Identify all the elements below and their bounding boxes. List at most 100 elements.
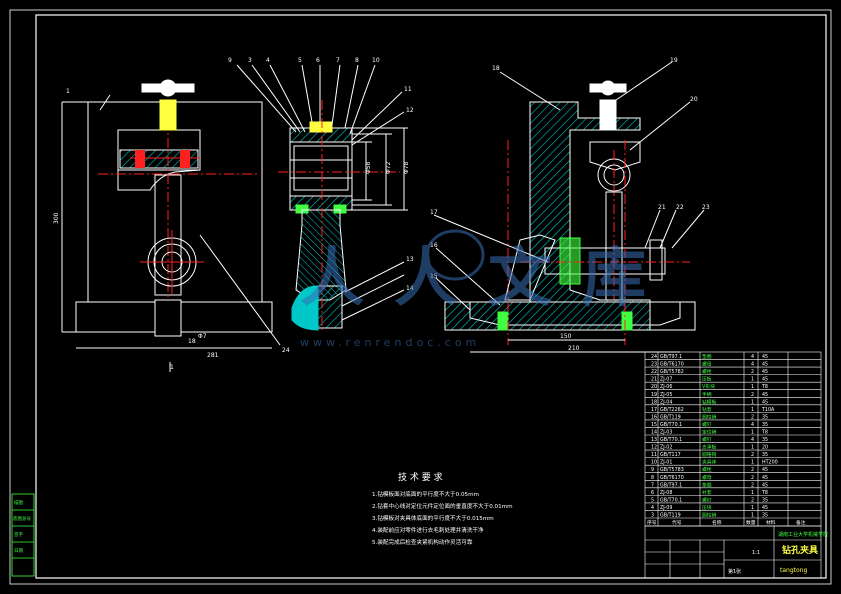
callout-24: 24 [282, 347, 290, 354]
bom-cell-mat: 45 [762, 467, 768, 473]
bom-cell-name: 支承板 [702, 444, 717, 451]
bom-cell-no: 9 [651, 467, 654, 473]
callout-22: 22 [676, 204, 684, 211]
bom-cell-mat: 45 [762, 369, 768, 375]
bom-cell-qty: 2 [751, 414, 754, 420]
bom-cell-name: 手柄 [702, 391, 712, 398]
bom-cell-no: 14 [651, 430, 657, 436]
bom-cell-qty: 2 [751, 467, 754, 473]
bom-cell-name: 定位销 [702, 429, 717, 436]
callout-23: 23 [702, 204, 710, 211]
dim-bottom-a: 18 [188, 338, 196, 345]
bom-cell-code: GB/T6170 [660, 362, 684, 368]
bom-cell-code: ZJ-04 [660, 399, 672, 405]
dim-bottom-b: Φ7 [198, 333, 207, 340]
bom-cell-qty: 4 [751, 354, 754, 360]
bom-cell-code: GB/T97.1 [660, 482, 682, 488]
callout-17: 17 [430, 209, 438, 216]
tech-req-item-4: 4.装配前应对零件进行去毛刺处理并清洗干净 [372, 526, 484, 534]
callout-6: 6 [316, 57, 320, 64]
bom-cell-no: 4 [651, 505, 654, 511]
bom-header-cell: 数量 [746, 519, 756, 526]
callout-3: 3 [248, 57, 252, 64]
dim-w2: 210 [568, 345, 580, 352]
bom-cell-code: GB/T6170 [660, 475, 684, 481]
bom-cell-mat: 45 [762, 362, 768, 368]
bom-cell-no: 3 [651, 513, 654, 519]
bom-cell-mat: T10A [761, 407, 775, 413]
bom-cell-mat: 45 [762, 392, 768, 398]
bom-cell-qty: 1 [751, 430, 754, 436]
bom-cell-qty: 1 [751, 407, 754, 413]
school-name: 湖南工业大学机械学院 [778, 531, 828, 538]
bom-cell-code: GB/T119 [660, 513, 681, 519]
bom-header-cell: 名称 [712, 519, 722, 526]
bom-cell-qty: 4 [751, 437, 754, 443]
strip-label-4: 日期 [14, 548, 23, 554]
bom-cell-qty: 2 [751, 475, 754, 481]
callout-10: 10 [372, 57, 380, 64]
tech-requirements: 技 术 要 求 1.钻模板面对底面的平行度不大于0.05mm 2.钻套中心线对定… [372, 471, 513, 546]
callout-7: 7 [336, 57, 340, 64]
tech-req-title: 技 术 要 求 [398, 471, 443, 483]
bom-cell-qty: 1 [751, 513, 754, 519]
bom-cell-name: 圆柱销 [702, 413, 717, 420]
bom-header-cell: 代号 [672, 519, 682, 526]
bom-cell-code: GB/T5782 [660, 369, 684, 375]
bom-cell-name: 螺钉 [702, 421, 712, 428]
bom-cell-code: GB/T70.1 [660, 422, 682, 428]
callout-20: 20 [690, 96, 698, 103]
bom-cell-no: 21 [651, 377, 657, 383]
bom-cell-code: ZJ-03 [660, 430, 672, 436]
bom-cell-name: 钻模板 [702, 398, 717, 405]
tech-req-item-1: 1.钻模板面对底面的平行度不大于0.05mm [372, 490, 479, 498]
title-block-text: 湖南工业大学机械学院 钻孔夹具 tangtong 1:1 第1张 [728, 531, 828, 575]
bom-cell-qty: 4 [751, 422, 754, 428]
callout-4: 4 [266, 57, 270, 64]
bom-cell-code: ZJ-02 [660, 445, 672, 451]
bom-cell-no: 20 [651, 384, 657, 390]
watermark: 人人文库 www.renrendoc.com [300, 229, 646, 349]
bom-cell-mat: 35 [762, 452, 768, 458]
bom-cell-name: 压板 [702, 376, 712, 383]
bom-cell-no: 10 [651, 460, 657, 466]
bom-cell-no: 12 [651, 445, 657, 451]
bom-cell-mat: T8 [761, 490, 768, 496]
bom-cell-mat: 45 [762, 354, 768, 360]
dim-d1: Φ58 [365, 161, 372, 174]
bom-cell-qty: 2 [751, 452, 754, 458]
dim-height: 300 [53, 212, 60, 224]
bom-cell-name: 夹具体 [702, 459, 717, 466]
bom-cell-no: 18 [651, 399, 657, 405]
bom-cell-qty: 2 [751, 497, 754, 503]
callout-11: 11 [404, 86, 412, 93]
callout-14: 14 [406, 285, 414, 292]
bom-cell-qty: 1 [751, 505, 754, 511]
bom-cell-name: 钻套 [702, 406, 712, 413]
bom-cell-mat: 20 [762, 445, 768, 451]
bom-cell-qty: 2 [751, 369, 754, 375]
bom-cell-qty: 1 [751, 399, 754, 405]
bom-cell-code: GB/T70.1 [660, 437, 682, 443]
bom-cell-name: V形块 [702, 383, 715, 390]
tech-req-item-2: 2.钻套中心线对定位元件定位面的垂直度不大于0.01mm [372, 502, 513, 510]
tech-req-item-5: 5.装配完成后检查夹紧机构动作灵活可靠 [372, 538, 473, 546]
bom-cell-name: 垫圈 [702, 481, 712, 488]
bom-cell-code: ZJ-01 [660, 460, 672, 466]
bom-cell-name: 衬套 [702, 489, 712, 496]
bom-cell-qty: 2 [751, 482, 754, 488]
bom-cell-mat: 35 [762, 497, 768, 503]
bom-cell-mat: 35 [762, 422, 768, 428]
bom-cell-qty: 1 [751, 445, 754, 451]
bom-cell-mat: 45 [762, 482, 768, 488]
bom-cell-code: GB/T117 [660, 452, 681, 458]
bom-cell-code: ZJ-06 [660, 384, 672, 390]
dim-w1: 150 [560, 333, 572, 340]
bom-cell-name: 螺栓 [702, 466, 712, 473]
inner-frame [35, 14, 827, 579]
bom-cell-code: GB/T5783 [660, 467, 684, 473]
side-view [433, 61, 705, 353]
bom-cell-name: 圆柱销 [702, 512, 717, 519]
bom-cell-mat: 45 [762, 475, 768, 481]
